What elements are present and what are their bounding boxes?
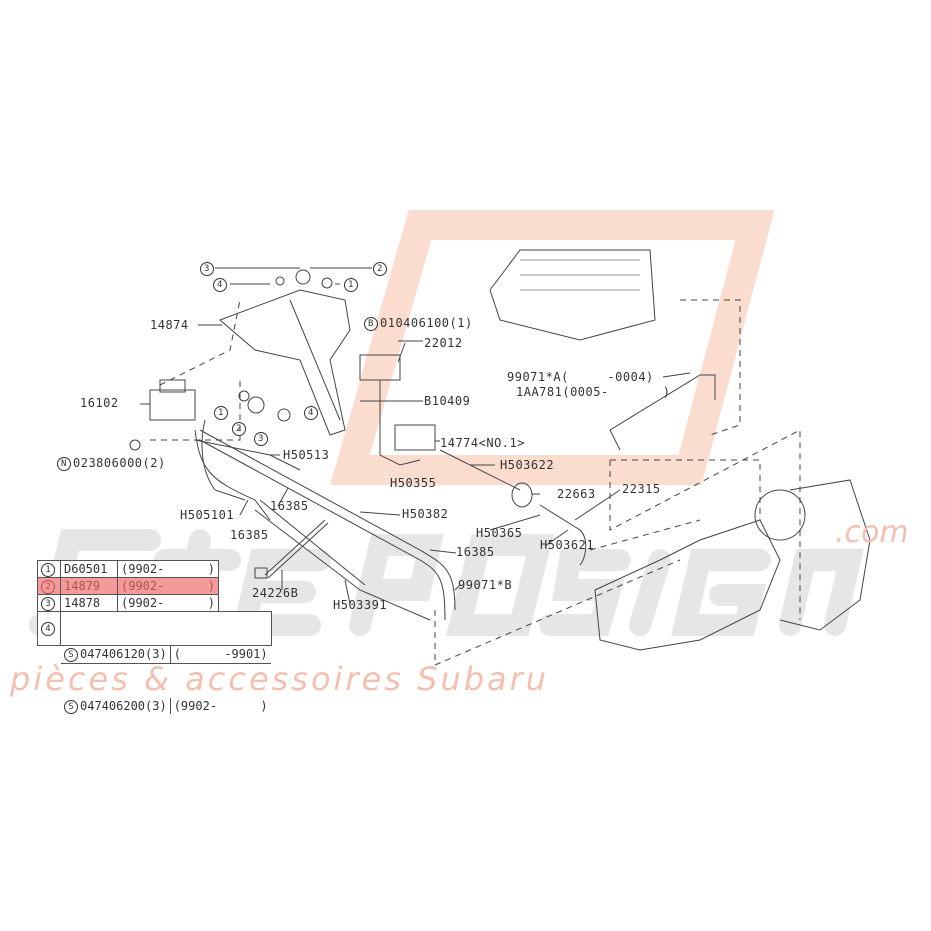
label-H505101: H505101 (180, 508, 235, 522)
label-22012: 22012 (424, 336, 463, 350)
callout-4: 4 (213, 277, 229, 292)
bracket-14874 (219, 289, 351, 436)
callout-2: 2 (373, 261, 389, 276)
hose-H503391 (254, 509, 431, 621)
label-16385-b: 16385 (230, 528, 269, 542)
table-row-highlighted: 2 14879 (9902- ) (37, 577, 219, 595)
solenoid-16102 (149, 389, 196, 421)
filter-22663 (511, 482, 533, 508)
label-H50365: H50365 (476, 526, 523, 540)
label-16385-c: 16385 (456, 545, 495, 559)
watermark-com: .com (835, 515, 909, 550)
label-22315: 22315 (622, 482, 661, 496)
label-H503391: H503391 (333, 598, 388, 612)
watermark-logo (330, 210, 775, 485)
turbo (754, 489, 806, 541)
label-H50513: H50513 (283, 448, 330, 462)
label-1AA781: 1AA781(0005- ) (516, 385, 671, 399)
label-H503622: H503622 (500, 458, 555, 472)
hose-H503622 (439, 449, 521, 491)
hose-H50382 (199, 429, 456, 611)
callout-2-lower: 2 (232, 421, 248, 436)
solenoid-14774 (394, 424, 436, 451)
table-row: 3 14878 (9902- ) (37, 594, 219, 612)
label-H503621: H503621 (540, 538, 595, 552)
callout-1: 1 (344, 277, 360, 292)
label-B10409: B10409 (424, 394, 471, 408)
label-24226B: 24226B (252, 586, 299, 600)
watermark-tagline: pièces & accessoires Subaru (10, 660, 550, 698)
intake-pipe (594, 519, 781, 651)
hose-99071A (609, 374, 716, 431)
tie-24226B (264, 519, 329, 579)
callout-1-lower: 1 (214, 405, 230, 420)
label-16102: 16102 (80, 396, 119, 410)
label-14774: 14774<NO.1> (440, 436, 525, 450)
label-14874: 14874 (150, 318, 189, 332)
label-99071B: 99071*B (458, 578, 513, 592)
callout-3: 3 (200, 261, 216, 276)
label-22663: 22663 (557, 487, 596, 501)
label-99071A: 99071*A( -0004) (507, 370, 654, 384)
table-row: 1 D60501 (9902- ) (37, 560, 219, 578)
callout-3-lower: 3 (254, 431, 270, 446)
label-H50382: H50382 (402, 507, 449, 521)
label-16385-a: 16385 (270, 499, 309, 513)
hose-H50355 (379, 380, 421, 466)
intake-manifold (489, 249, 656, 341)
callout-4-lower: 4 (304, 405, 320, 420)
label-H50355: H50355 (390, 476, 437, 490)
